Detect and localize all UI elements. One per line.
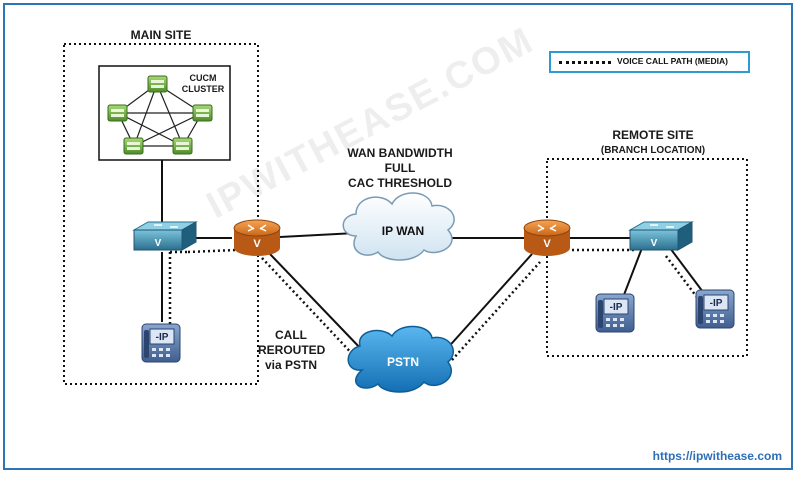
server-icon <box>192 104 213 122</box>
outer-frame <box>3 3 793 470</box>
router-glyph-remote: V <box>543 238 551 250</box>
link-router-ipwan <box>279 232 357 238</box>
ip-phone-icon <box>695 289 735 329</box>
cluster-label-line2: CLUSTER <box>181 84 225 94</box>
call-label-line1: CALL <box>275 328 307 342</box>
call-rerouted-label: CALL REROUTED via PSTN <box>258 328 326 373</box>
server-icon <box>147 75 168 93</box>
remote-site-boundary <box>546 158 748 357</box>
call-label-line3: via PSTN <box>264 358 318 372</box>
link-switch-phone-remote1 <box>621 247 643 301</box>
remote-label-line2: (BRANCH LOCATION) <box>600 145 706 156</box>
wan-bandwidth-label: WAN BANDWIDTH FULL CAC THRESHOLD <box>330 146 470 191</box>
cloud-icon <box>347 325 454 393</box>
call-label-line2: REROUTED <box>258 343 326 357</box>
wan-label-line3: CAC THRESHOLD <box>348 176 452 190</box>
cluster-label-line1: CUCM <box>189 73 217 83</box>
router-glyph-main: V <box>253 238 261 250</box>
link-switch-phone-remote2 <box>669 247 707 297</box>
remote-label-line1: REMOTE SITE <box>612 128 694 142</box>
link-pstn-router-remote <box>443 253 533 353</box>
main-site-boundary <box>63 43 259 385</box>
footer-url[interactable]: https://ipwithease.com <box>652 449 782 463</box>
phone-glyph-main: -IP <box>156 332 169 343</box>
phone-glyph-remote2: -IP <box>710 298 723 309</box>
switch-icon <box>132 221 198 251</box>
ip-phone-icon <box>595 293 635 333</box>
server-icon <box>107 104 128 122</box>
wan-label-line1: WAN BANDWIDTH <box>347 146 453 160</box>
cloud-icon <box>342 192 455 261</box>
remote-site-label: REMOTE SITE (BRANCH LOCATION) <box>588 128 718 158</box>
legend: VOICE CALL PATH (MEDIA) <box>549 51 750 73</box>
pstn-label: PSTN <box>386 355 419 369</box>
router-icon <box>233 219 281 256</box>
cucm-cluster-label: CUCM CLUSTER <box>180 73 226 95</box>
switch-glyph-main: V <box>155 238 162 249</box>
legend-dotted-line <box>559 61 611 64</box>
switch-icon <box>628 221 694 251</box>
router-icon <box>523 219 571 256</box>
wan-label-line2: FULL <box>384 161 416 175</box>
main-site-label: MAIN SITE <box>130 28 192 42</box>
legend-text: VOICE CALL PATH (MEDIA) <box>617 56 728 66</box>
phone-glyph-remote1: -IP <box>610 302 623 313</box>
solid-links <box>161 160 707 353</box>
server-icon <box>123 137 144 155</box>
link-router-pstn <box>269 253 365 353</box>
switch-glyph-remote: V <box>651 238 658 249</box>
ip-wan-label: IP WAN <box>381 224 425 238</box>
ip-phone-icon <box>141 323 181 363</box>
server-icon <box>172 137 193 155</box>
